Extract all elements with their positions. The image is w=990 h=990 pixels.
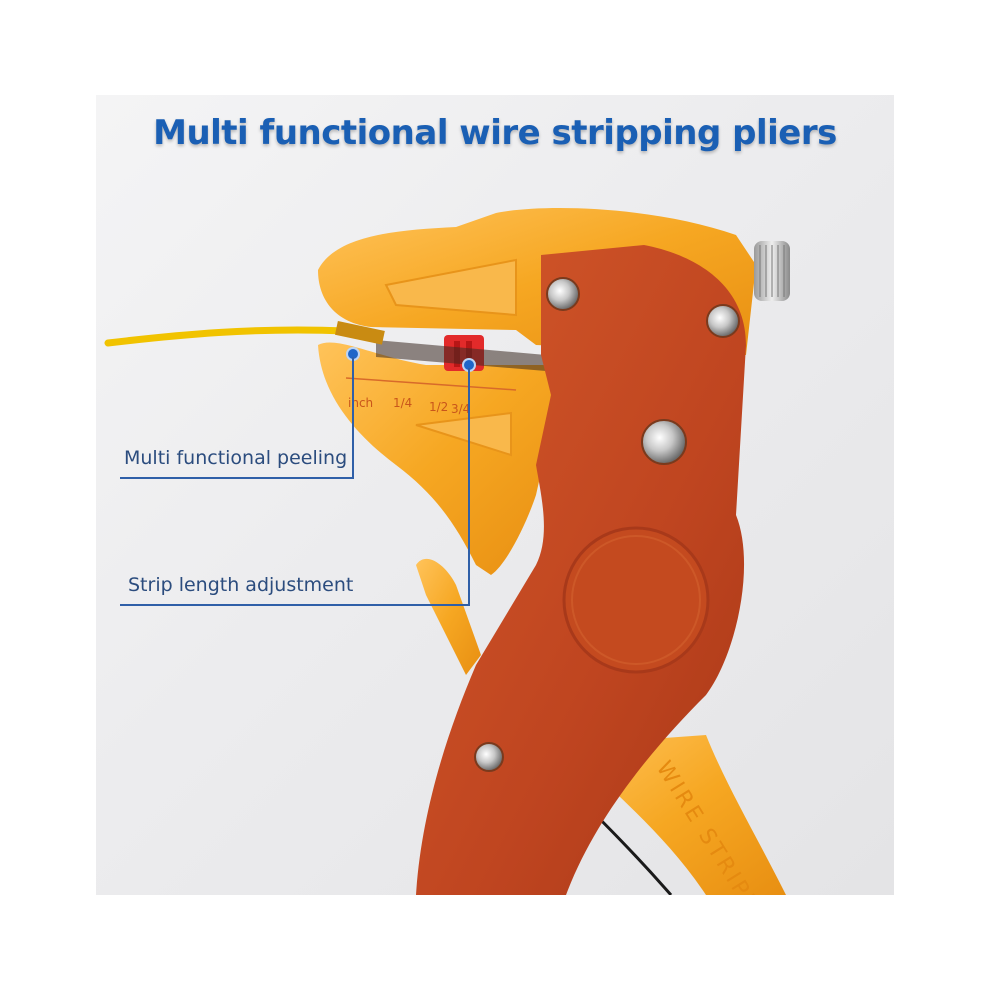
scale-inch: inch: [348, 396, 373, 410]
length-scale: inch 1/4 1/2 3/4: [345, 377, 517, 416]
callout-line-peeling: [120, 477, 354, 479]
yellow-wire: [104, 326, 370, 347]
screw-2: [706, 304, 740, 338]
callout-label-strip-length: Strip length adjustment: [128, 574, 354, 596]
yellow-lever: [416, 558, 481, 675]
lower-jaw-inset: [415, 411, 512, 457]
callout-label-peeling: Multi functional peeling: [124, 447, 348, 469]
wire-stripper-illustration: WIRE STRIPPER inch 1/4 1/2 3/4: [104, 208, 790, 895]
screw-1: [546, 277, 580, 311]
callout-vline-strip-length: [468, 368, 470, 606]
page-title: Multi functional wire stripping pliers: [153, 113, 837, 153]
screw-3: [641, 419, 687, 465]
scale-quarter: 1/4: [393, 396, 412, 410]
callout-vline-peeling: [352, 357, 354, 479]
body-boss: [562, 526, 710, 674]
upper-jaw-inset: [384, 258, 517, 317]
scale-half: 1/2: [429, 400, 448, 414]
screw-4: [474, 742, 504, 772]
callout-line-strip-length: [120, 604, 470, 606]
product-image-panel: WIRE STRIPPER inch 1/4 1/2 3/4: [96, 95, 894, 895]
scale-three-quarter: 3/4: [451, 402, 470, 416]
lower-yellow-jaw: [318, 342, 556, 575]
